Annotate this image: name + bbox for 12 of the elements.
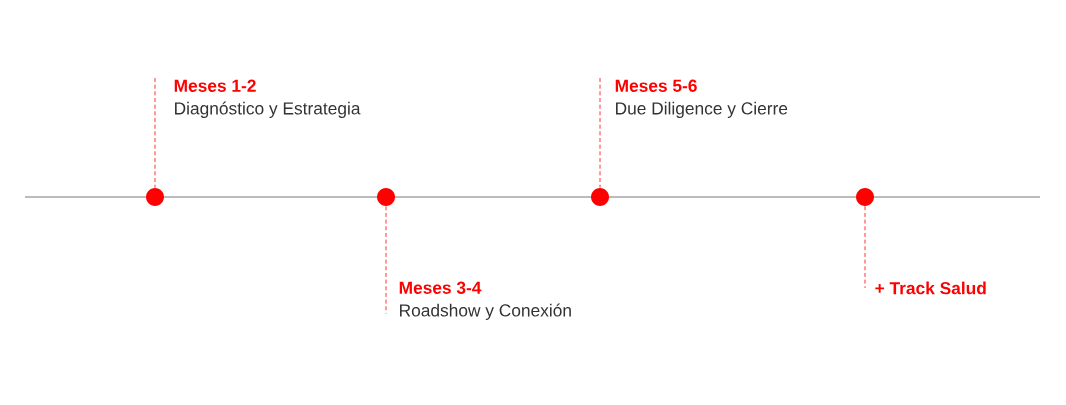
milestone-dot <box>377 188 395 206</box>
milestone-dot <box>856 188 874 206</box>
milestone-dot <box>591 188 609 206</box>
milestone-label: + Track Salud <box>875 281 986 295</box>
milestone-dot <box>146 188 164 206</box>
leader-line <box>864 205 866 289</box>
leader-line <box>599 77 601 189</box>
leader-line <box>385 205 387 314</box>
leader-line <box>154 77 156 189</box>
milestone-label: Meses 3-4 Roadshow y Conexión <box>399 281 571 320</box>
milestone-label: Meses 5-6 Due Diligence y Cierre <box>615 79 788 118</box>
milestone-label: Meses 1-2 Diagnóstico y Estrategia <box>174 79 361 118</box>
